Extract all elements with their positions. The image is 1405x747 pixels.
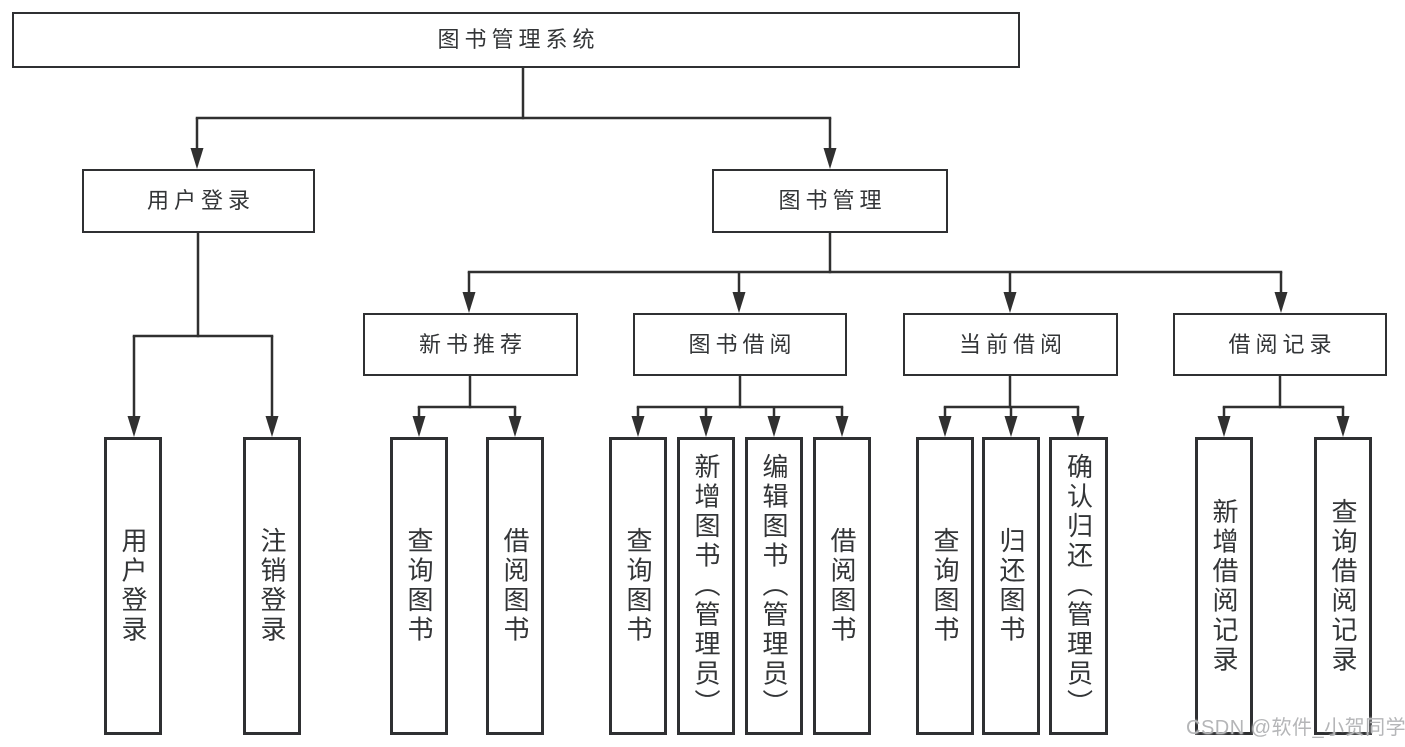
arrow-down-icon (265, 416, 279, 437)
arrow-down-icon (1004, 416, 1018, 437)
leaf-return-book: 归还图书 (982, 437, 1040, 735)
arrow-down-icon (412, 416, 426, 437)
arrow-down-icon (823, 148, 837, 169)
node-label: 借阅图书 (827, 527, 857, 645)
node-label: 图书管理系统 (437, 27, 600, 52)
arrow-down-icon (1071, 416, 1085, 437)
node-new-book-recommend: 新书推荐 (363, 313, 578, 376)
leaf-add-book-admin: 新增图书（管理员） (677, 437, 735, 735)
node-user-login: 用户登录 (82, 169, 315, 233)
node-label: 查询图书 (404, 527, 434, 645)
node-label: 借阅记录 (1228, 331, 1337, 357)
arrowhead-group (127, 148, 1350, 437)
node-book-borrow: 图书借阅 (633, 313, 847, 376)
node-label: 用户登录 (146, 188, 255, 213)
leaf-logout: 注销登录 (243, 437, 301, 735)
csdn-watermark: CSDN @软件_小贺同学 (1186, 717, 1405, 739)
node-current-borrow: 当前借阅 (903, 313, 1118, 376)
arrow-down-icon (767, 416, 781, 437)
node-label: 新增借阅记录 (1209, 497, 1239, 675)
leaf-query-borrow-record: 查询借阅记录 (1314, 437, 1372, 735)
leaf-edit-book-admin: 编辑图书（管理员） (745, 437, 803, 735)
leaf-query-books-recommend: 查询图书 (390, 437, 448, 735)
node-label: 查询借阅记录 (1328, 497, 1358, 675)
node-label: 图书借阅 (688, 331, 797, 357)
leaf-confirm-return-admin: 确认归还（管理员） (1049, 437, 1108, 735)
node-label: 新书推荐 (418, 331, 527, 357)
node-label: 借阅图书 (500, 527, 530, 645)
node-borrow-records: 借阅记录 (1173, 313, 1387, 376)
arrow-down-icon (127, 416, 141, 437)
leaf-query-books-borrow: 查询图书 (609, 437, 667, 735)
leaf-borrow-books: 借阅图书 (813, 437, 871, 735)
arrow-down-icon (1217, 416, 1231, 437)
node-book-management: 图书管理 (712, 169, 948, 233)
arrow-down-icon (1003, 292, 1017, 313)
arrow-down-icon (699, 416, 713, 437)
node-label: 查询图书 (623, 527, 653, 645)
node-label: 图书管理 (778, 188, 887, 213)
arrow-down-icon (938, 416, 952, 437)
node-root: 图书管理系统 (12, 12, 1020, 68)
leaf-add-borrow-record: 新增借阅记录 (1195, 437, 1253, 735)
arrow-down-icon (1274, 292, 1288, 313)
leaf-borrow-books-recommend: 借阅图书 (486, 437, 544, 735)
node-label: 查询图书 (930, 527, 960, 645)
arrow-down-icon (835, 416, 849, 437)
arrow-down-icon (631, 416, 645, 437)
arrow-down-icon (508, 416, 522, 437)
leaf-query-books-current: 查询图书 (916, 437, 974, 735)
node-label: 注销登录 (257, 527, 287, 645)
arrow-down-icon (732, 292, 746, 313)
node-label: 当前借阅 (958, 331, 1067, 357)
leaf-user-login: 用户登录 (104, 437, 162, 735)
arrow-down-icon (1336, 416, 1350, 437)
node-label: 编辑图书（管理员） (759, 453, 789, 719)
arrow-down-icon (190, 148, 204, 169)
arrow-down-icon (462, 292, 476, 313)
node-label: 用户登录 (118, 527, 148, 645)
node-label: 新增图书（管理员） (691, 453, 721, 719)
node-label: 确认归还（管理员） (1063, 453, 1094, 719)
node-label: 归还图书 (996, 527, 1026, 645)
